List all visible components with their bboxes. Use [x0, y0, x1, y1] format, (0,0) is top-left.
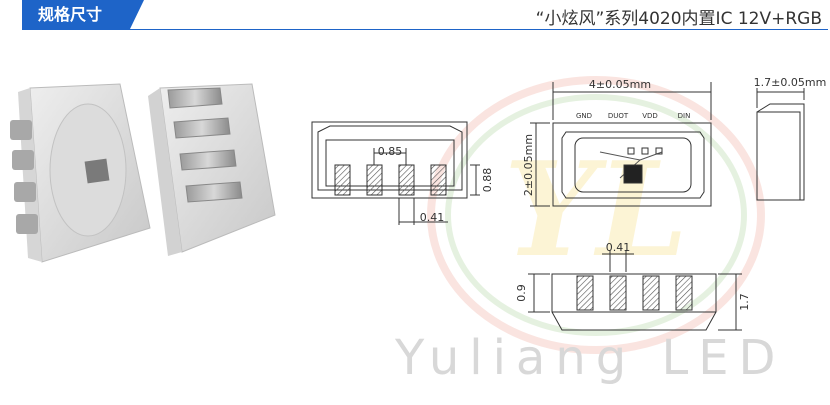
drawing-top-view [530, 82, 712, 207]
pin-label-vdd: VDD [642, 112, 658, 120]
side-depth-label: 1.7±0.05mm [754, 76, 827, 89]
watermark-text: Yuliang LED [395, 330, 786, 386]
section-header: 规格尺寸 “小炫风”系列4020内置IC 12V+RGB [0, 0, 830, 32]
front-pad-height-label: 0.88 [481, 168, 494, 193]
watermark-logo-text: YL [504, 133, 688, 286]
top-width-label: 4±0.05mm [589, 78, 651, 91]
render-front-view [10, 83, 151, 263]
header-rule [22, 29, 828, 30]
pin-labels: GND DUOT VDD DIN [576, 112, 690, 120]
front-pitch-label: 0.85 [378, 145, 403, 158]
drawing-front-view [311, 121, 480, 225]
section-tag: 规格尺寸 [22, 0, 144, 29]
drawing-bottom-view [528, 250, 742, 331]
drawing-side-view [756, 88, 805, 201]
render-back-view [148, 83, 276, 256]
watermark-logo: YL [427, 76, 765, 354]
product-title: “小炫风”系列4020内置IC 12V+RGB [535, 9, 822, 29]
pin-label-din: DIN [678, 112, 691, 120]
pin-label-duot: DUOT [608, 112, 629, 120]
front-pad-width-label: 0.41 [420, 211, 445, 224]
bottom-total-height-label: 1.7 [738, 293, 751, 311]
pin-label-gnd: GND [576, 112, 592, 120]
bottom-pad-height-label: 0.9 [515, 284, 528, 302]
bottom-pad-width-label: 0.41 [606, 241, 631, 254]
top-height-label: 2±0.05mm [522, 134, 535, 196]
